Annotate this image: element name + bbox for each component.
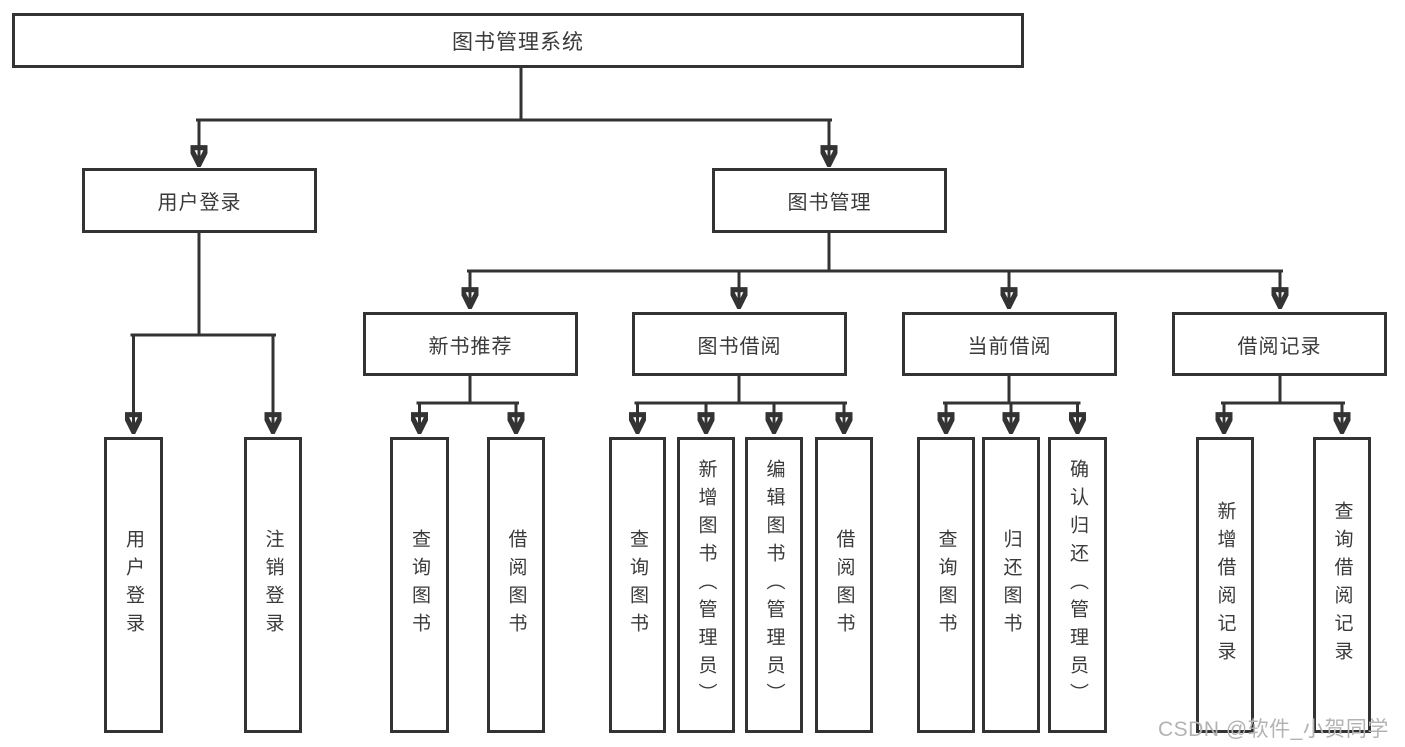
- leaf-query-books-recommend: 查询图书: [390, 437, 449, 733]
- node-borrowing-records: 借阅记录: [1172, 312, 1387, 376]
- leaf-return-books: 归还图书: [982, 437, 1040, 733]
- node-book-borrowing: 图书借阅: [632, 312, 847, 376]
- leaf-borrow-books-recommend: 借阅图书: [487, 437, 545, 733]
- leaf-borrow-books-borrowing: 借阅图书: [815, 437, 873, 733]
- leaf-add-borrow-record: 新增借阅记录: [1196, 437, 1254, 733]
- leaf-add-books-admin: 新增图书（管理员）: [677, 437, 735, 733]
- node-book-management: 图书管理: [712, 168, 947, 233]
- leaf-logout-login: 注销登录: [244, 437, 302, 733]
- node-new-book-recommendation: 新书推荐: [363, 312, 578, 376]
- node-library-management-system: 图书管理系统: [12, 13, 1024, 68]
- leaf-query-borrow-record: 查询借阅记录: [1313, 437, 1371, 733]
- leaf-query-books-current: 查询图书: [917, 437, 975, 733]
- leaf-confirm-return-admin: 确认归还（管理员）: [1048, 437, 1107, 733]
- watermark: CSDN @软件_小贺同学: [1158, 718, 1389, 741]
- node-user-login: 用户登录: [82, 168, 317, 233]
- leaf-user-login: 用户登录: [104, 437, 163, 733]
- leaf-edit-books-admin: 编辑图书（管理员）: [745, 437, 803, 733]
- node-current-borrowing: 当前借阅: [902, 312, 1117, 376]
- leaf-query-books-borrowing: 查询图书: [609, 437, 666, 733]
